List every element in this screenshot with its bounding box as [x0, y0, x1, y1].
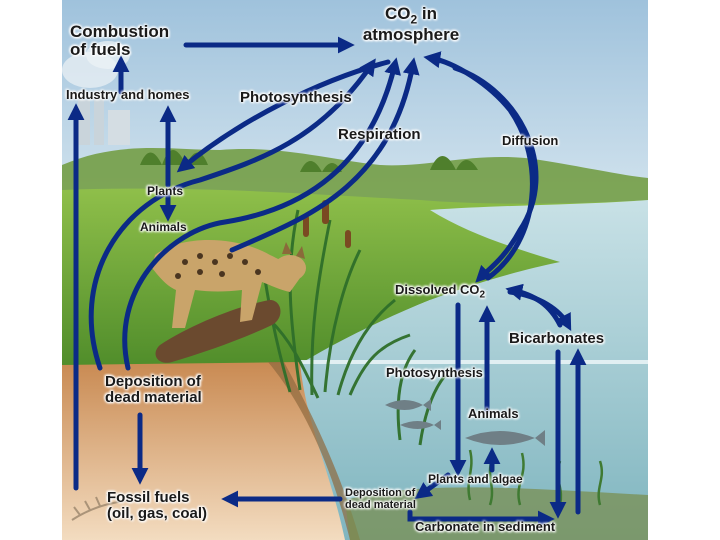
label-photosynthesis-land: Photosynthesis [240, 89, 352, 106]
lake-surface [300, 360, 648, 364]
label-plants-land: Plants [147, 184, 184, 198]
arrows [67, 36, 587, 528]
label-carbonate-in-sediment: Carbonate in sediment [415, 519, 556, 534]
fossil-fern [71, 493, 141, 521]
arrow-plants-respiration [88, 58, 376, 371]
label-animals-land: Animals [140, 220, 187, 234]
lake-sediment [345, 487, 648, 540]
label-bicarbonates: Bicarbonates [509, 330, 605, 347]
label-deposition-water: Deposition of dead material [345, 487, 416, 511]
arrow-animals-respiration [122, 57, 401, 371]
fish [385, 399, 545, 446]
label-respiration: Respiration [338, 126, 421, 143]
white-margin-right [648, 0, 720, 540]
label-dissolved-co2: Dissolved CO2 [395, 282, 486, 301]
far-trees-bumps [140, 150, 478, 172]
arrow-plants-algae-to-deposition [414, 472, 451, 499]
label-co2-atmosphere: CO2 in atmosphere [362, 4, 460, 44]
label-plants-and-algae: Plants and algae [428, 472, 523, 486]
soil [62, 362, 345, 540]
label-animals-water: Animals [468, 406, 519, 421]
white-margin-left [0, 0, 62, 540]
label-deposition-land: Deposition of dead material [105, 373, 202, 406]
label-industry-and-homes: Industry and homes [66, 87, 190, 102]
arrow-sediment-to-carbonate [407, 509, 555, 528]
label-diffusion: Diffusion [502, 133, 559, 148]
label-fossil-fuels: Fossil fuels (oil, gas, coal) [107, 489, 208, 522]
label-photosynthesis-water: Photosynthesis [386, 365, 483, 380]
arrow-diffusion-up [423, 51, 535, 281]
arrow-soil-respiration [229, 57, 420, 253]
bobcat [152, 240, 306, 328]
label-combustion-of-fuels: Combustion of fuels [70, 22, 170, 59]
factory [62, 41, 130, 145]
arrow-bicarbonates-to-dissolved [505, 283, 563, 328]
